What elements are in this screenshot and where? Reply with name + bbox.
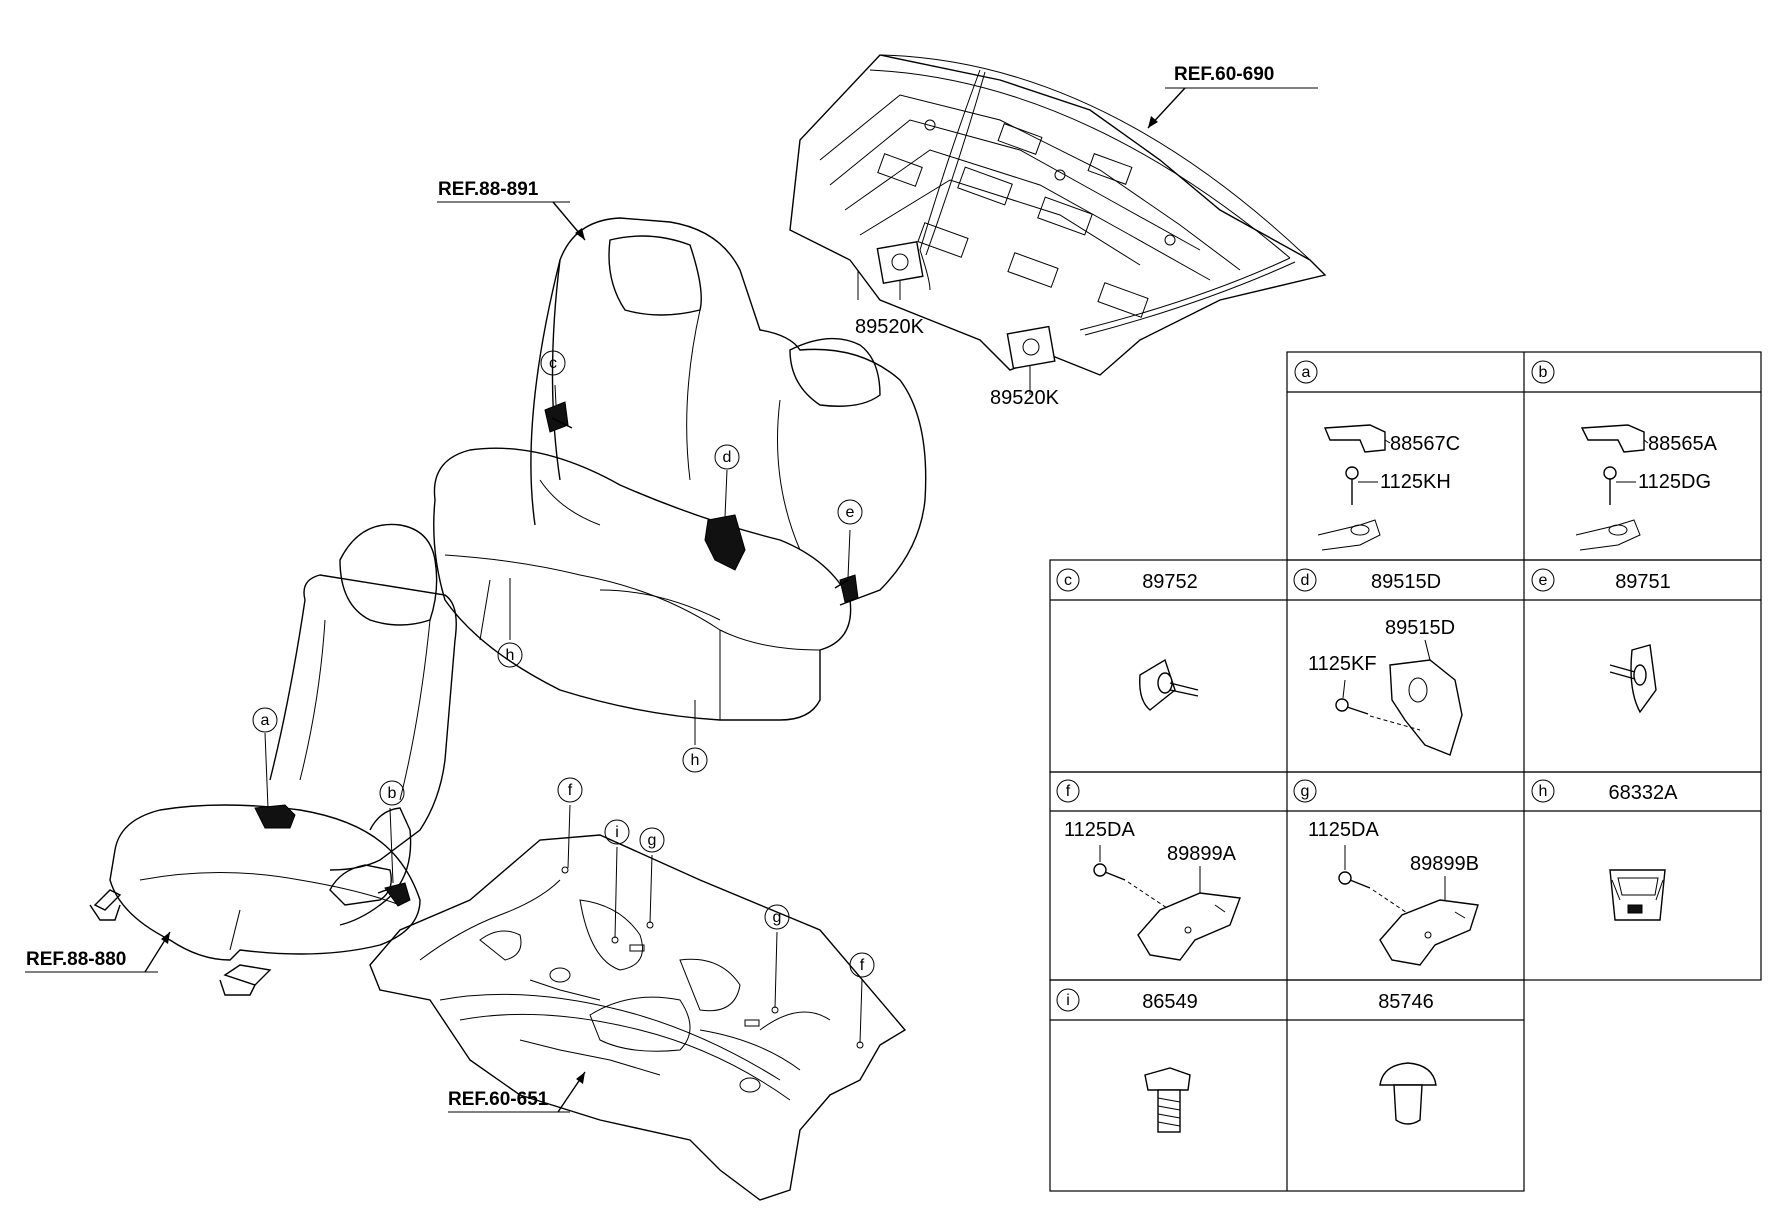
cell-i-key: i	[1066, 992, 1070, 1009]
callout-i	[604, 819, 630, 845]
cell-b-key: b	[1539, 364, 1548, 381]
cell-g-part-1125da: 1125DA	[1308, 819, 1379, 841]
cell-g-key: g	[1301, 783, 1310, 800]
ref-label-60-651: REF.60-651	[448, 1089, 549, 1110]
callout-g-1-label: g	[648, 832, 657, 849]
table-cell-j: 85746	[1378, 991, 1437, 1125]
table-cell-h: h 68332A	[1531, 779, 1679, 921]
callout-i-label: i	[615, 824, 619, 841]
bolt-head-icon	[1144, 1067, 1191, 1091]
cell-i-title: 86549	[1142, 991, 1198, 1013]
bolt-icon	[1338, 871, 1352, 885]
cell-f-part-89899a: 89899A	[1167, 843, 1237, 865]
callout-a-label: a	[261, 712, 270, 729]
reference-leaders	[25, 87, 1318, 1113]
callout-f-2-label: f	[860, 957, 865, 974]
ref-label-88-880: REF.88-880	[26, 949, 126, 970]
bolt-icon	[1603, 466, 1617, 480]
table-cell-a: a 88567C 1125KH	[1294, 360, 1460, 551]
cell-e-title: 89751	[1615, 571, 1671, 593]
cell-b-part-1125dg: 1125DG	[1638, 471, 1711, 493]
table-cell-i: i 86549	[1056, 988, 1198, 1133]
clip-head-icon	[1379, 1062, 1437, 1086]
floor-panel-illustration	[369, 804, 907, 1201]
cell-a-key: a	[1302, 364, 1311, 381]
callout-h-1	[497, 642, 523, 668]
cell-d-part-89515d: 89515D	[1385, 617, 1455, 639]
cell-f-part-1125da: 1125DA	[1064, 819, 1135, 841]
bracket-icon	[1137, 892, 1241, 961]
table-cell-c: c 89752	[1056, 568, 1199, 711]
table-cell-e: e 89751	[1531, 568, 1671, 714]
callout-e	[837, 499, 863, 525]
callout-a	[252, 707, 278, 733]
bolt-icon	[1345, 466, 1359, 480]
callout-g-2-label: g	[773, 909, 782, 926]
ref-label-88-891: REF.88-891	[438, 179, 539, 200]
diagram-callouts: c d e h h a b f i g g f	[252, 350, 875, 978]
callout-b-label: b	[388, 785, 397, 802]
cell-h-title: 68332A	[1609, 782, 1679, 804]
callout-h-2-label: h	[691, 752, 700, 769]
ref-label-60-690: REF.60-690	[1174, 64, 1274, 85]
callout-b	[379, 780, 405, 806]
clip-icon	[1580, 424, 1645, 453]
cell-d-title: 89515D	[1371, 571, 1441, 593]
cell-b-part-88565a: 88565A	[1648, 433, 1718, 455]
part-number-89520k-right: 89520K	[990, 387, 1060, 409]
callout-h-2	[682, 747, 708, 773]
cell-g-part-89899b: 89899B	[1410, 853, 1479, 875]
parts-table	[1049, 351, 1762, 1192]
cell-d-key: d	[1301, 572, 1310, 589]
callout-c-label: c	[549, 355, 557, 372]
cell-d-part-1125kf: 1125KF	[1308, 653, 1377, 675]
cell-c-title: 89752	[1142, 571, 1198, 593]
callout-d-label: d	[723, 449, 732, 466]
cell-j-title: 85746	[1378, 991, 1434, 1013]
callout-d	[714, 444, 740, 470]
cell-e-key: e	[1539, 572, 1548, 589]
bolt-icon	[1093, 863, 1107, 877]
callout-e-label: e	[846, 504, 855, 521]
cell-a-part-1125kh: 1125KH	[1380, 471, 1451, 493]
cell-a-part-88567c: 88567C	[1390, 433, 1460, 455]
callout-f-2	[849, 952, 875, 978]
cell-h-key: h	[1539, 783, 1548, 800]
part-number-89520k-left: 89520K	[855, 316, 925, 338]
callout-g-1	[639, 827, 665, 853]
cell-c-key: c	[1064, 572, 1072, 589]
cell-f-key: f	[1066, 783, 1071, 800]
callout-g-2	[764, 904, 790, 930]
front-seat-illustration	[89, 523, 457, 996]
table-cell-b: b 88565A 1125DG	[1531, 360, 1718, 551]
table-cell-g: g 1125DA 89899B	[1293, 779, 1479, 966]
clip-icon	[1323, 424, 1386, 453]
parcel-shelf-illustration	[789, 54, 1327, 380]
bracket-icon	[1389, 659, 1463, 756]
callout-c	[540, 350, 566, 376]
callout-f-1-label: f	[568, 782, 573, 799]
callout-h-1-label: h	[506, 647, 515, 664]
table-cell-f: f 1125DA 89899A	[1056, 779, 1241, 961]
callout-f-1	[557, 777, 583, 803]
bolt-icon	[1335, 698, 1349, 712]
rear-seat-illustration	[433, 217, 927, 745]
table-cell-d: d 89515D 89515D 1125KF	[1293, 568, 1463, 756]
